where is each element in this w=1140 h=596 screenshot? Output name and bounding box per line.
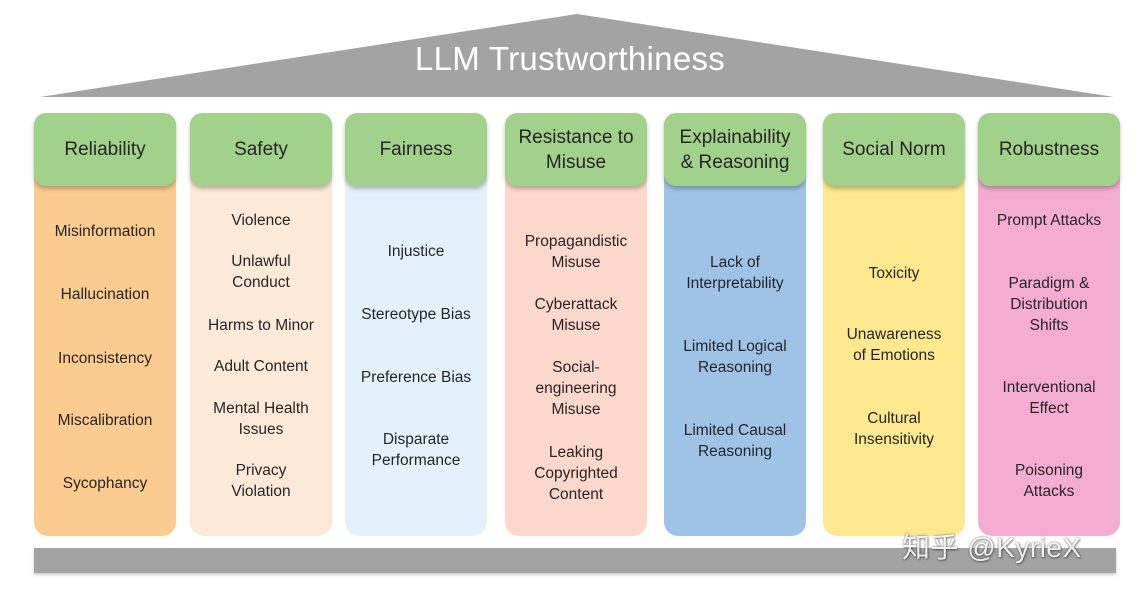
- roof: [40, 14, 1114, 97]
- pillar-header: Safety: [190, 113, 332, 186]
- pillar-header: Resistance to Misuse: [505, 113, 647, 186]
- pillar-item: Cyberattack Misuse: [534, 296, 618, 334]
- pillar-body: [34, 163, 176, 536]
- pillar-item: Adult Content: [214, 357, 308, 375]
- pillar-item: Harms to Minor: [208, 316, 314, 334]
- pillar-header: Fairness: [345, 113, 487, 186]
- pillar-item: Miscalibration: [57, 411, 153, 429]
- pillar-item: Stereotype Bias: [361, 305, 471, 323]
- pillar-item: Sycophancy: [62, 474, 148, 492]
- pillar-item: Preference Bias: [360, 368, 472, 386]
- pillar-item: Mental Health Issues: [213, 400, 309, 438]
- pillar-header: Social Norm: [823, 113, 965, 186]
- pillar-header: Robustness: [978, 113, 1120, 186]
- pillar-body: [190, 163, 332, 536]
- pillar-item: Interventional Effect: [1002, 379, 1096, 417]
- diagram-title: LLM Trustworthiness: [414, 40, 726, 77]
- pillar-item: Cultural Insensitivity: [853, 410, 935, 448]
- pillar-item: Privacy Violation: [231, 462, 291, 500]
- pillar-item: Propagandistic Misuse: [524, 233, 628, 271]
- pillar-item: Unlawful Conduct: [231, 253, 291, 291]
- foundation-bar: [34, 548, 1116, 573]
- pillar-item: Lack of Interpretability: [686, 254, 784, 292]
- pillar-item: Limited Logical Reasoning: [683, 338, 787, 376]
- roof-shape: [40, 14, 1114, 97]
- pillar-item: Prompt Attacks: [996, 211, 1102, 229]
- pillar-body: [823, 163, 965, 536]
- pillar-item: Hallucination: [60, 285, 150, 303]
- pillar-body: [664, 163, 806, 536]
- watermark: 知乎 @KyrieX: [902, 532, 1082, 563]
- pillar-body: [505, 163, 647, 536]
- pillar-item: Poisoning Attacks: [1014, 462, 1084, 500]
- pillar-item: Disparate Performance: [371, 431, 461, 469]
- pillar-item: Social- engineering Misuse: [535, 358, 617, 418]
- pillar-header: Reliability: [34, 113, 176, 186]
- pillar-item: Leaking Copyrighted Content: [534, 443, 618, 503]
- pillar-body: [345, 163, 487, 536]
- pillar-item: Inconsistency: [58, 349, 152, 367]
- pillar-body: [978, 163, 1120, 536]
- pillar-item: Toxicity: [868, 264, 920, 282]
- pillar-item: Limited Causal Reasoning: [683, 422, 787, 460]
- pillar-header: Explainability & Reasoning: [664, 113, 806, 186]
- pillar-item: Unawareness of Emotions: [846, 326, 942, 364]
- pillar-item: Misinformation: [54, 222, 156, 240]
- pillar-item: Injustice: [387, 242, 445, 260]
- pillar-item: Paradigm & Distribution Shifts: [1008, 274, 1090, 334]
- pillar-item: Violence: [231, 211, 291, 229]
